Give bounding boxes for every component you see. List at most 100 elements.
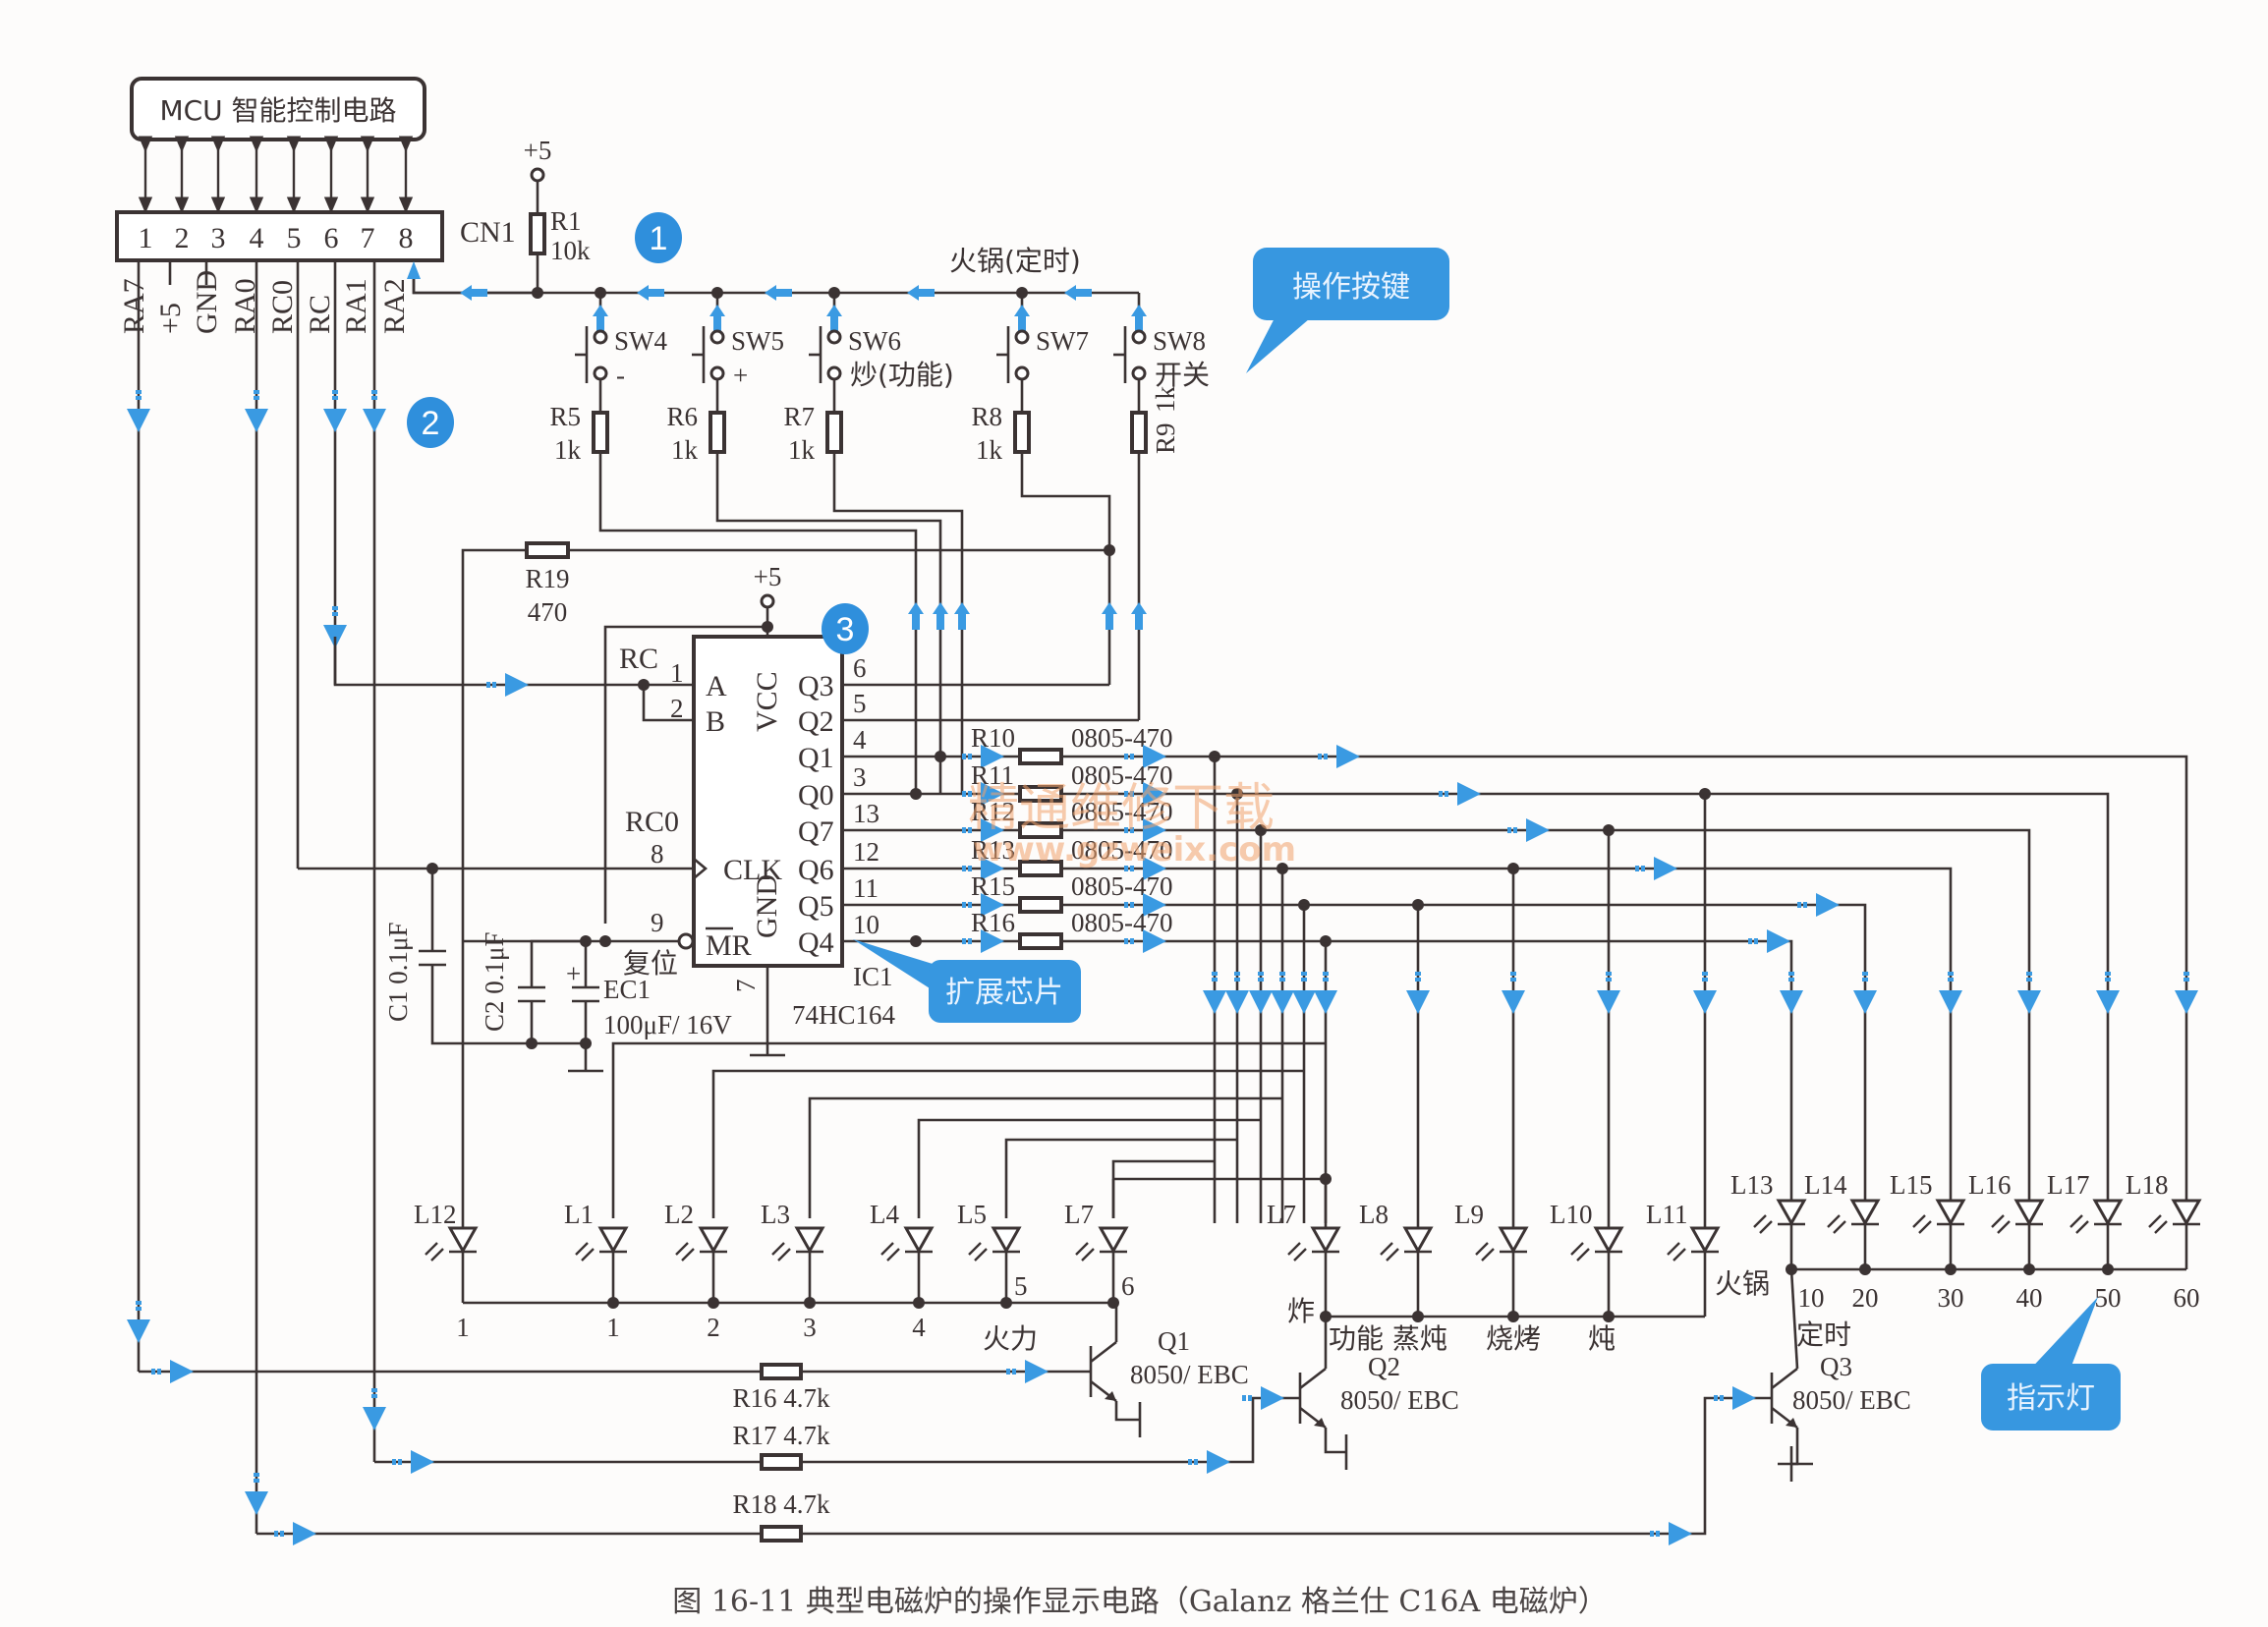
led-tag: 20 [1852,1283,1879,1313]
pullup-r1: +5 R1 10k [524,136,591,299]
arrow-down-icon [1502,972,1525,1014]
light-emission-icon [1475,1242,1495,1262]
ec1-value: 100μF/ 16V [603,1010,732,1039]
led-row-wire [1209,867,1953,1206]
arrow-right-icon [962,893,1004,917]
series-resistor-value: 0805-470 [1071,871,1173,901]
switch-function: - [616,361,625,390]
switch-contact [593,329,608,345]
arrow-down-icon [1271,972,1294,1014]
arrow-down-icon [1780,972,1803,1014]
mcu-block: MCU 智能控制电路 [130,77,426,141]
led-tag: 30 [1938,1283,1964,1313]
arrow-right-icon [1124,857,1166,880]
led-row-wire [1209,828,2031,1206]
ic-output-pin-name: Q7 [798,815,834,848]
arrow-left-icon [907,285,935,301]
led-tag: 炸 [1287,1295,1315,1327]
resistor-body [1013,411,1031,454]
led-tag: 60 [2174,1283,2200,1313]
ic-pin-number: 1 [670,658,684,688]
arrow-right-icon [392,1450,434,1474]
connector-pin-number: 5 [287,222,302,254]
light-emission-icon [771,1242,791,1262]
series-resistor-name: R12 [971,797,1015,826]
led-tag: 50 [2095,1283,2122,1313]
led-tag: 4 [912,1313,926,1342]
ic-output-pin-name: Q4 [798,926,834,959]
bus-arrows [460,285,1092,301]
connector-signal-label: RA1 [340,278,372,334]
arrow-down-icon [2096,972,2120,1014]
arrow-down-icon [245,1473,268,1515]
led-tag: 功能 蒸炖 [1329,1322,1447,1355]
arrow-down-icon [1853,972,1877,1014]
arrow-right-icon [962,745,1004,768]
ra0-base-wire [256,1396,1772,1536]
arrow-down-icon [363,390,386,432]
ec1-name: EC1 [603,975,651,1004]
ic-gnd-pin-num: 7 [731,980,761,993]
led-name: L11 [1646,1200,1688,1229]
ic-output-pin-name: Q2 [798,705,834,738]
connector-cn1: CN1 [115,210,516,262]
led-icon [771,1226,825,1262]
led-row-wire [1209,755,2188,1206]
arrow-down-icon [1939,972,1962,1014]
light-emission-icon [2148,1214,2168,1234]
switch-resistor-value: 1k [976,435,1003,465]
r19-value: 470 [528,597,568,627]
junction-dot [2102,1263,2114,1275]
connector-signal-label: RA2 [378,278,411,334]
arrow-left-icon [1064,285,1092,301]
step-badge-number: 3 [836,611,855,648]
series-resistor-value: 0805-470 [1071,723,1173,753]
led-name: L17 [2047,1170,2090,1200]
step-badge-1: 1 [635,212,682,263]
junction-dot [910,788,922,800]
emitter-wire [1324,1428,1346,1454]
arrow-down-icon [1406,972,1430,1014]
switch-contact [1131,365,1147,381]
arrow-right-icon [1748,929,1790,953]
arrow-up-icon [1102,602,1117,630]
switch-function: 炒(功能) [850,359,954,391]
switch-resistor-name: R5 [549,402,581,431]
key-bus-label: 火锅(定时) [949,245,1081,277]
resistor-body [709,411,726,454]
led-name: L15 [1890,1170,1933,1200]
resistor-body [760,1525,803,1543]
arrow-down-icon [127,390,150,432]
step-badge-number: 1 [650,220,668,257]
led-name: L1 [564,1200,594,1229]
figure-caption: 图 16-11 典型电磁炉的操作显示电路（Galanz 格兰仕 C16A 电磁炉… [672,1585,1607,1619]
ic-pin-name: B [706,705,725,738]
watermark: 精通维修下载 www.gzweix.com [968,779,1296,870]
connector-signal-label: RA7 [118,278,150,334]
junction-dot [708,1297,719,1309]
connector-pin-number: 1 [139,222,153,254]
series-resistor-name: R13 [971,835,1015,865]
ic-gnd-pin: GND [751,874,783,938]
light-emission-icon [575,1242,595,1262]
led-icon [1912,1199,1966,1234]
ic-output-pin-number: 5 [853,689,867,718]
led-tag: 5 [1014,1271,1028,1301]
connector-pin-number: 6 [324,222,339,254]
led-route-wire [808,1096,1282,1218]
connector-name: CN1 [460,216,516,249]
led-icon [1667,1226,1721,1262]
ic-part: 74HC164 [792,1000,896,1030]
resistor-body [1018,896,1063,914]
callout-chip-text: 扩展芯片 [945,976,1063,1010]
